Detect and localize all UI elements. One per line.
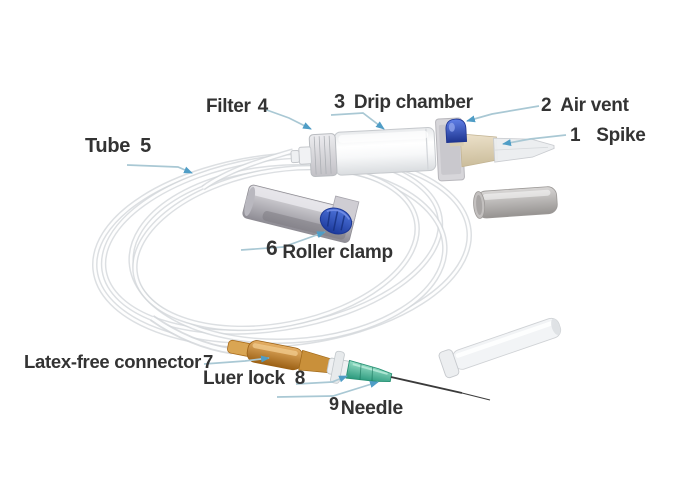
- part-number: 9: [329, 394, 339, 414]
- part-name: Tube: [85, 135, 131, 157]
- part-number: 8: [294, 368, 306, 389]
- part-name: Luer lock: [203, 368, 285, 389]
- part-number: 1: [570, 125, 581, 146]
- leader-line-tube: [126, 164, 193, 174]
- part-number: 2: [541, 95, 552, 116]
- part-name: Latex-free connector: [24, 351, 201, 372]
- outlet-tip-graphic: [290, 149, 300, 164]
- label-filter: Filter 4: [206, 97, 268, 116]
- part-name: Drip chamber: [353, 92, 473, 113]
- needle-cap-graphic: [438, 317, 562, 379]
- part-name: Spike: [596, 125, 646, 146]
- label-luer-lock: Luer lock 8: [203, 369, 305, 388]
- leader-line-drip-chamber: [330, 112, 385, 130]
- spike-seam: [494, 146, 549, 151]
- label-tube: Tube 5: [85, 136, 151, 156]
- part-number: 7: [203, 351, 213, 372]
- leader-line-filter: [263, 108, 312, 130]
- leader-line-roller-clamp: [240, 231, 326, 251]
- outlet-nozzle-graphic: [298, 146, 312, 165]
- part-name: Filter: [206, 96, 251, 117]
- latex-highlight: [252, 343, 298, 356]
- leader-line-latex-connector: [203, 355, 270, 365]
- filter-graphic: [308, 133, 338, 178]
- air-vent-highlight: [448, 122, 455, 132]
- part-number: 4: [257, 96, 269, 117]
- air-vent-cap-graphic: [445, 118, 468, 144]
- spike-cap-graphic: [473, 186, 558, 219]
- part-name: Air vent: [560, 95, 629, 116]
- chamber-highlight: [338, 130, 429, 144]
- hub-highlight: [352, 363, 388, 375]
- filter-ribs: [313, 135, 332, 175]
- part-number: 5: [140, 135, 151, 157]
- part-number: 3: [334, 91, 345, 113]
- leader-line-luer-lock: [295, 375, 348, 385]
- needle-graphic: [390, 376, 491, 401]
- leader-line-spike: [502, 134, 567, 146]
- label-drip-chamber: 3 Drip chamber: [334, 91, 473, 113]
- label-roller-clamp: 6 Roller clamp: [266, 238, 393, 262]
- part-name: Needle: [340, 397, 403, 419]
- label-latex-free-connector: Latex-free connector 7: [24, 351, 213, 372]
- roller-wheel-graphic: [319, 207, 353, 235]
- part-number: 6: [266, 237, 278, 260]
- luer-wings-graphic: [330, 350, 345, 384]
- drip-chamber-assembly-graphic: [290, 117, 555, 182]
- label-air-vent: 2 Air vent: [541, 96, 629, 115]
- leader-line-needle: [276, 381, 379, 398]
- label-needle: 9 Needle: [329, 395, 403, 419]
- roller-clamp-graphic: [242, 184, 360, 243]
- label-spike: 1 Spike: [570, 125, 646, 146]
- leader-line-air-vent: [466, 105, 540, 123]
- tube-coil-graphic: [92, 148, 472, 355]
- leader-lines: [126, 105, 567, 398]
- part-name: Roller clamp: [282, 242, 393, 263]
